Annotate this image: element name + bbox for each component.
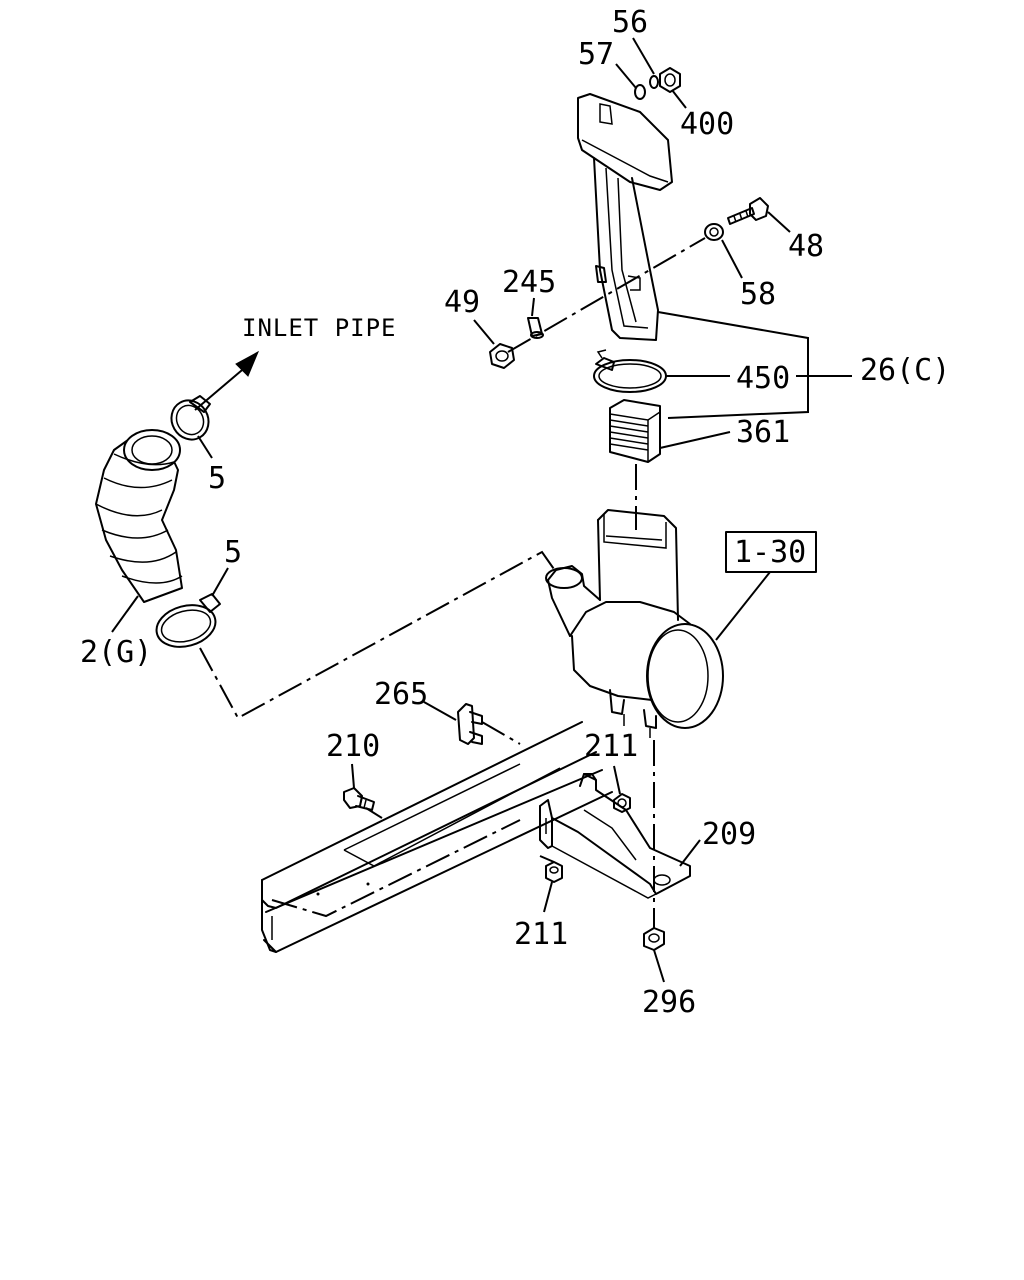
- callout-48: 48: [788, 229, 824, 264]
- callout-5-lower: 5: [224, 535, 242, 570]
- callout-211-lower: 211: [514, 917, 568, 952]
- air-cleaner-assembly: [545, 509, 724, 738]
- bolt-48: [727, 197, 769, 225]
- callout-400: 400: [680, 107, 734, 142]
- callout-209: 209: [702, 817, 756, 852]
- cap-361: [609, 399, 661, 463]
- callout-26c: 26(C): [860, 353, 950, 388]
- inlet-pipe-label: INLET PIPE: [242, 314, 397, 342]
- callout-450: 450: [736, 361, 790, 396]
- callout-211-upper: 211: [584, 729, 638, 764]
- callout-49: 49: [444, 285, 480, 320]
- clamp-450: [593, 349, 667, 393]
- callout-56: 56: [612, 5, 648, 40]
- callout-265: 265: [374, 677, 428, 712]
- snorkel-duct: [577, 93, 673, 341]
- bracket-209: [539, 773, 691, 899]
- callout-57: 57: [578, 37, 614, 72]
- clamp-5-lower: [155, 593, 221, 648]
- hose-2g: [95, 429, 183, 603]
- chassis-frame: [261, 721, 613, 953]
- u-bolt-265: [457, 703, 483, 745]
- nut-49: [489, 343, 515, 369]
- bolt-210: [343, 787, 375, 811]
- callout-58: 58: [740, 277, 776, 312]
- callout-245: 245: [502, 265, 556, 300]
- inlet-pipe-arrow: [194, 350, 260, 411]
- pin-245: [527, 317, 544, 339]
- callout-2g: 2(G): [80, 635, 152, 670]
- callout-210: 210: [326, 729, 380, 764]
- callout-361: 361: [736, 415, 790, 450]
- leader-lines: [111, 37, 852, 983]
- nut-296: [643, 927, 665, 951]
- nut-211-lower: [545, 861, 563, 883]
- callout-296: 296: [642, 985, 696, 1020]
- nut-400-hardware: [634, 67, 681, 100]
- washer-58: [704, 223, 724, 241]
- nut-211-upper: [613, 793, 631, 813]
- callout-5-upper: 5: [208, 461, 226, 496]
- callout-1-30: 1-30: [734, 535, 806, 570]
